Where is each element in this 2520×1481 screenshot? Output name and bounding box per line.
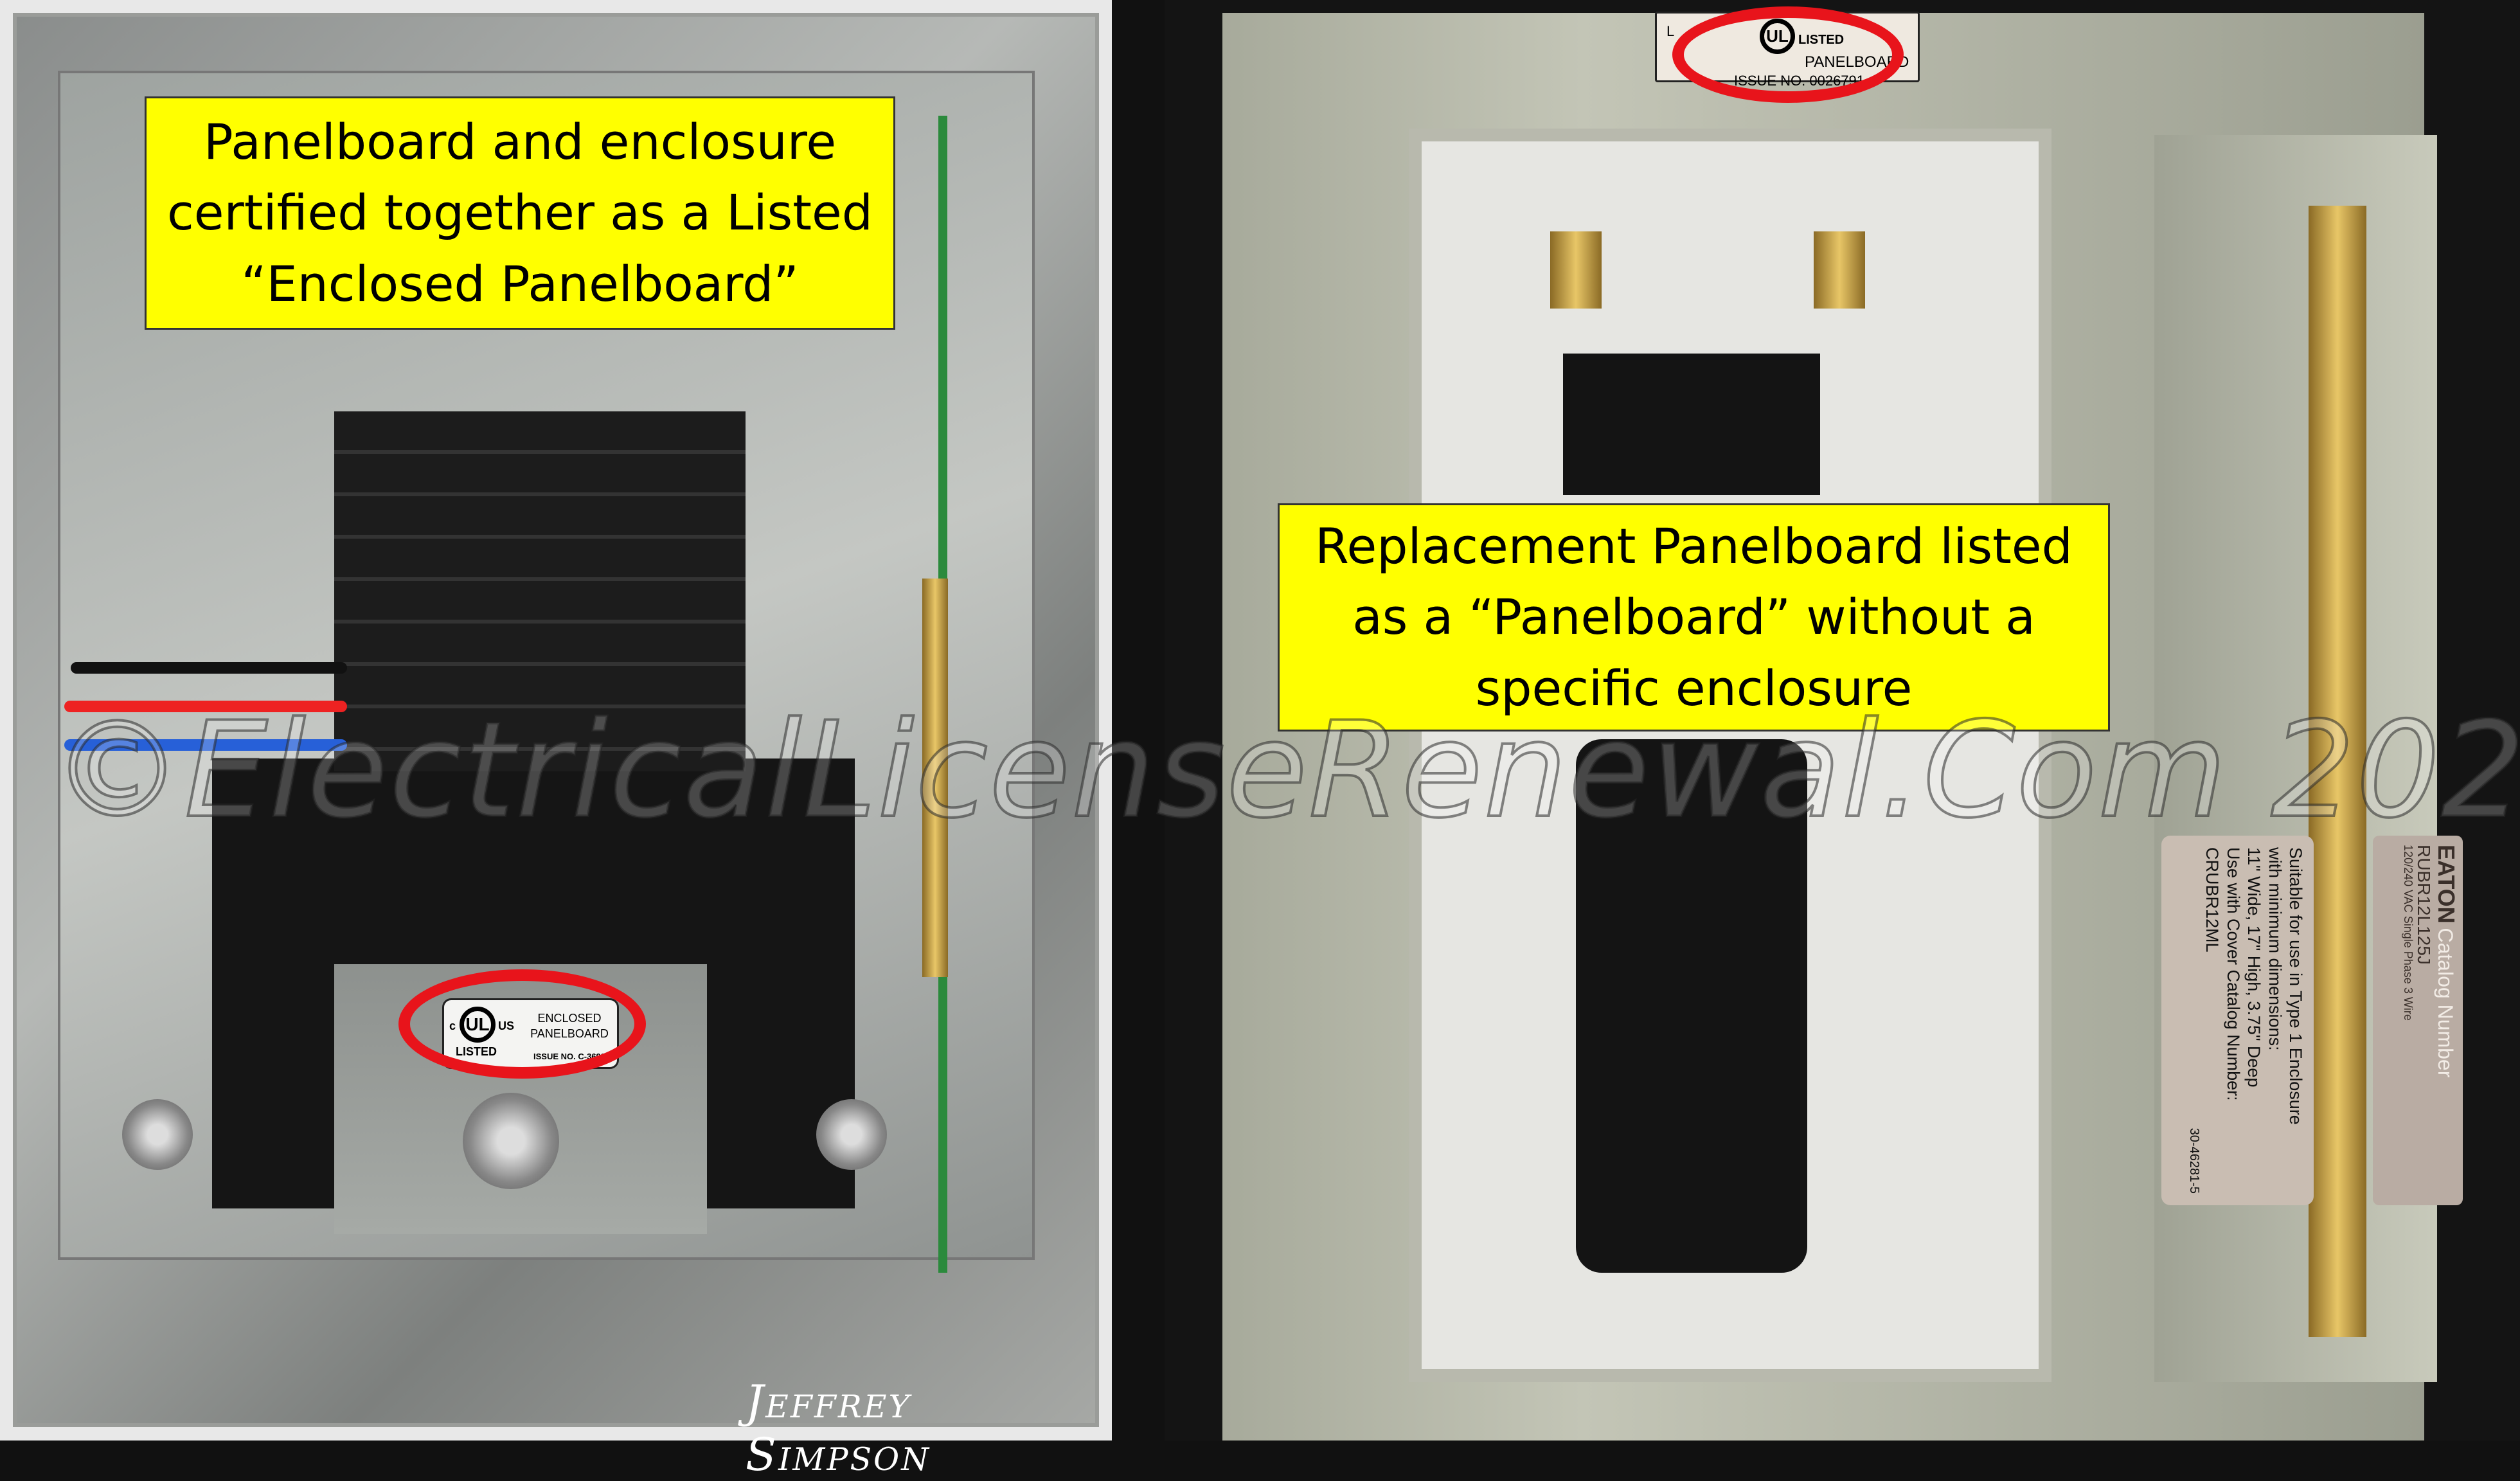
bus-block: [1563, 354, 1820, 495]
catalog-rating: 120/240 VAC Single Phase 3 Wire: [2401, 845, 2415, 1021]
copyright-watermark: ©ElectricalLicenseRenewal.Com 2026: [50, 693, 2520, 848]
highlight-ring: [1672, 6, 1904, 103]
eaton-logo: EATON: [2433, 845, 2460, 924]
catalog-number: RUBR12L125J: [2414, 845, 2435, 965]
neutral-bus-bar: [2309, 206, 2366, 1337]
main-lug: [1550, 231, 1602, 309]
label-prefix: L: [1667, 23, 1675, 39]
neutral-bar: [922, 579, 948, 977]
eaton-enclosure-label: Suitable for use in Type 1 Enclosure wit…: [2161, 836, 2314, 1205]
bus-stab-block: [1576, 739, 1807, 1273]
red-wire: [64, 701, 347, 712]
part-number: 30-46281-5: [2187, 1127, 2202, 1194]
blue-wire: [64, 739, 347, 751]
label-line: 11" Wide, 17" High, 3.75" Deep: [2244, 847, 2264, 1088]
catalog-heading: Catalog Number: [2434, 928, 2457, 1078]
replacement-panelboard-photo: L UL LISTED PANELBOARD ISSUE NO. 0026791…: [1165, 0, 2520, 1441]
black-wire: [71, 662, 347, 674]
enclosed-panelboard-callout: Panelboard and enclosure certified toget…: [145, 96, 895, 330]
enclosed-panelboard-photo: Panelboard and enclosure certified toget…: [0, 0, 1112, 1481]
main-lug: [1814, 231, 1865, 309]
knockout: [122, 1099, 193, 1170]
label-line: Use with Cover Catalog Number:: [2223, 847, 2243, 1101]
replacement-panelboard-callout: Replacement Panelboard listed as a “Pane…: [1278, 503, 2110, 732]
knockout: [816, 1099, 887, 1170]
photographer-signature: Jeffrey Simpson: [746, 1376, 931, 1481]
knockout: [463, 1093, 559, 1189]
circuit-breakers: [334, 411, 746, 771]
highlight-ring: [398, 969, 646, 1079]
label-line: CRUBR12ML: [2203, 847, 2222, 953]
label-line: Suitable for use in Type 1 Enclosure: [2286, 847, 2305, 1125]
catalog-number-label: EATON Catalog Number RUBR12L125J 120/240…: [2373, 836, 2463, 1205]
label-line: with minimum dimensions:: [2265, 847, 2285, 1051]
